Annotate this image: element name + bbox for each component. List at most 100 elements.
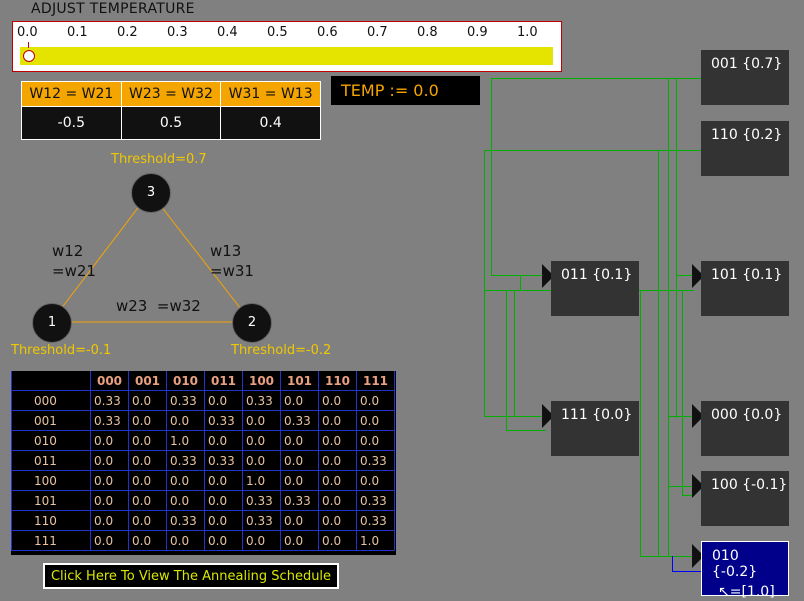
weight-value[interactable]: 0.5 bbox=[120, 106, 222, 140]
slider-marker-line bbox=[28, 42, 29, 48]
prob-cell: 0.0 bbox=[128, 510, 167, 531]
weight-value[interactable]: -0.5 bbox=[21, 106, 122, 140]
prob-cell: 0.0 bbox=[356, 470, 395, 491]
prob-cell: 0.33 bbox=[242, 510, 281, 531]
w12-label: w12 =w21 bbox=[52, 242, 96, 280]
prob-cell: 0.0 bbox=[128, 530, 167, 551]
state-111[interactable]: 111 {0.0} bbox=[551, 401, 639, 456]
wire bbox=[668, 486, 694, 487]
temperature-slider[interactable]: 0.0 0.1 0.2 0.3 0.4 0.5 0.6 0.7 0.8 0.9 … bbox=[12, 21, 562, 72]
state-110[interactable]: 110 {0.2} bbox=[701, 121, 789, 176]
adjust-temperature-title: ADJUST TEMPERATURE bbox=[31, 1, 195, 17]
tick-label: 0.7 bbox=[367, 25, 388, 40]
w23-label: w23 =w32 bbox=[116, 297, 201, 315]
prob-cell: 0.0 bbox=[318, 490, 357, 511]
row-header: 001 bbox=[11, 410, 91, 431]
prob-cell: 0.0 bbox=[204, 510, 243, 531]
tick-label: 0.6 bbox=[317, 25, 338, 40]
node-3[interactable]: 3 bbox=[131, 173, 171, 213]
state-011[interactable]: 011 {0.1} bbox=[551, 261, 639, 316]
tick-label: 0.9 bbox=[467, 25, 488, 40]
state-010-active[interactable]: 010 {-0.2} ↖=[1.0] bbox=[701, 541, 789, 600]
prob-cell: 0.0 bbox=[356, 410, 395, 431]
wire bbox=[682, 495, 694, 496]
node1-threshold: Threshold=-0.1 bbox=[11, 343, 112, 358]
slider-thumb[interactable] bbox=[23, 50, 35, 62]
prob-cell: 0.0 bbox=[318, 510, 357, 531]
tick-label: 0.4 bbox=[217, 25, 238, 40]
prob-cell: 0.0 bbox=[90, 450, 129, 471]
node-2[interactable]: 2 bbox=[232, 303, 272, 343]
prob-cell: 0.33 bbox=[242, 490, 281, 511]
prob-cell: 0.0 bbox=[90, 470, 129, 491]
prob-cell: 1.0 bbox=[242, 470, 281, 491]
slider-track[interactable] bbox=[20, 47, 553, 65]
node3-threshold: Threshold=0.7 bbox=[111, 152, 207, 167]
prob-cell: 0.33 bbox=[280, 490, 319, 511]
prob-cell: 0.0 bbox=[280, 390, 319, 411]
prob-cell: 0.0 bbox=[204, 530, 243, 551]
cursor-icon: ↖ bbox=[718, 584, 730, 600]
tick-label: 1.0 bbox=[517, 25, 538, 40]
col-header: 011 bbox=[204, 371, 243, 391]
state-010-label: 010 {-0.2} bbox=[712, 548, 758, 580]
state-100[interactable]: 100 {-0.1} bbox=[701, 471, 789, 526]
prob-cell: 0.0 bbox=[356, 390, 395, 411]
wire bbox=[676, 78, 677, 418]
state-000[interactable]: 000 {0.0} bbox=[701, 401, 789, 456]
wire bbox=[484, 150, 701, 151]
wire bbox=[491, 78, 492, 275]
prob-cell: 0.0 bbox=[204, 430, 243, 451]
row-header: 010 bbox=[11, 430, 91, 451]
col-header: 100 bbox=[242, 371, 281, 391]
tick-label: 0.2 bbox=[117, 25, 138, 40]
wire bbox=[520, 275, 521, 290]
prob-cell: 0.0 bbox=[90, 510, 129, 531]
prob-cell: 1.0 bbox=[356, 530, 395, 551]
node2-threshold: Threshold=-0.2 bbox=[231, 343, 332, 358]
state-010-prob-row: ↖=[1.0] bbox=[712, 584, 788, 600]
wire bbox=[514, 290, 515, 416]
prob-cell: 0.0 bbox=[280, 510, 319, 531]
row-header: 110 bbox=[11, 510, 91, 531]
prob-cell: 0.33 bbox=[90, 390, 129, 411]
prob-cell: 0.0 bbox=[242, 430, 281, 451]
prob-cell: 0.0 bbox=[204, 490, 243, 511]
weight-header: W23 = W32 bbox=[120, 81, 222, 107]
col-header: 110 bbox=[318, 371, 357, 391]
weight-header: W12 = W21 bbox=[21, 81, 122, 107]
wire bbox=[668, 78, 669, 556]
wire bbox=[491, 78, 701, 79]
row-header: 111 bbox=[11, 530, 91, 551]
node-1[interactable]: 1 bbox=[32, 303, 72, 343]
view-annealing-schedule-button[interactable]: Click Here To View The Annealing Schedul… bbox=[43, 563, 339, 589]
wire bbox=[484, 416, 546, 417]
col-header: 000 bbox=[90, 371, 129, 391]
tick-label: 0.8 bbox=[417, 25, 438, 40]
state-101[interactable]: 101 {0.1} bbox=[701, 261, 789, 316]
weights-table: W12 = W21 W23 = W32 W31 = W13 -0.5 0.5 0… bbox=[21, 81, 321, 140]
row-header: 000 bbox=[11, 390, 91, 411]
wire bbox=[506, 290, 507, 430]
prob-cell: 0.0 bbox=[166, 470, 205, 491]
row-header: 100 bbox=[11, 470, 91, 491]
prob-cell: 0.0 bbox=[166, 530, 205, 551]
col-header: 001 bbox=[128, 371, 167, 391]
prob-cell: 0.0 bbox=[280, 430, 319, 451]
prob-cell: 1.0 bbox=[166, 430, 205, 451]
wire bbox=[672, 556, 673, 572]
tick-label: 0.3 bbox=[167, 25, 188, 40]
state-001[interactable]: 001 {0.7} bbox=[701, 50, 789, 105]
prob-cell: 0.0 bbox=[90, 430, 129, 451]
prob-cell: 0.0 bbox=[166, 490, 205, 511]
weight-value[interactable]: 0.4 bbox=[220, 106, 321, 140]
wire bbox=[491, 275, 546, 276]
prob-cell: 0.33 bbox=[166, 450, 205, 471]
col-header: 010 bbox=[166, 371, 205, 391]
tick-label: 0.1 bbox=[67, 25, 88, 40]
wire bbox=[672, 571, 701, 572]
